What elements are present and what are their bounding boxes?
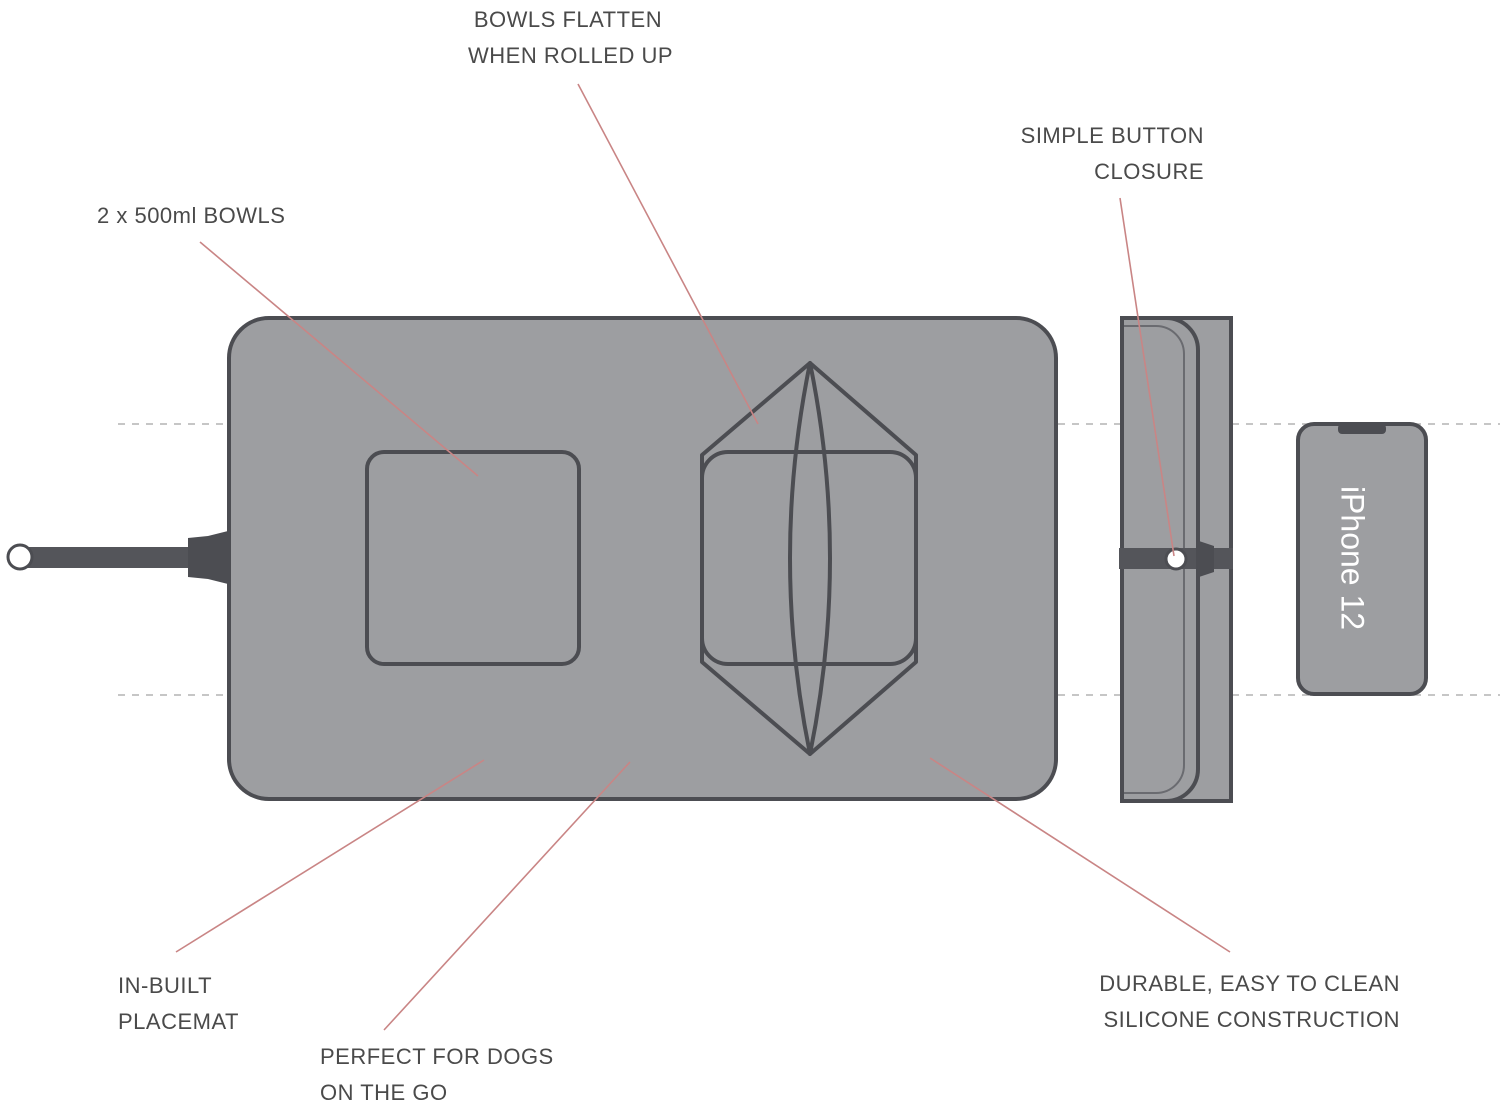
bowl-flattened-rect xyxy=(700,450,918,666)
callout-perfect-for-dogs: PERFECT FOR DOGS ON THE GO xyxy=(320,1039,554,1111)
callout-bowls-flatten: BOWLS FLATTEN WHEN ROLLED UP xyxy=(468,2,674,74)
leader-perfect-for-dogs xyxy=(383,761,631,1031)
callout-inbuilt-placemat-line-1: IN-BUILT xyxy=(118,973,213,998)
bowl-flattened xyxy=(700,361,918,756)
rolled-mat xyxy=(1119,316,1233,803)
leader-durable xyxy=(929,757,1231,953)
strap-band xyxy=(22,547,212,568)
closure-button xyxy=(1164,547,1188,571)
iphone-notch xyxy=(1338,424,1386,434)
callout-durable-line-2: SILICONE CONSTRUCTION xyxy=(1103,1007,1400,1032)
callout-durable-line-1: DURABLE, EASY TO CLEAN xyxy=(1099,971,1400,996)
strap-ring xyxy=(6,543,34,571)
callout-durable: DURABLE, EASY TO CLEAN SILICONE CONSTRUC… xyxy=(1040,966,1400,1038)
leader-simple-button xyxy=(1119,197,1175,557)
leader-lines xyxy=(175,83,1231,1031)
strap-clip xyxy=(188,530,232,585)
callout-two-bowls-line-1: 2 x 500ml BOWLS xyxy=(97,203,286,228)
callout-simple-button-line-2: CLOSURE xyxy=(1094,159,1204,184)
bowl-flattened-lens xyxy=(788,361,832,756)
callout-simple-button: SIMPLE BUTTON CLOSURE xyxy=(1000,118,1204,190)
iphone-label: iPhone 12 xyxy=(1335,486,1371,630)
leader-inbuilt-placemat xyxy=(175,759,485,953)
callout-inbuilt-placemat-line-2: PLACEMAT xyxy=(118,1009,239,1034)
mat-body xyxy=(227,316,1058,801)
callout-perfect-for-dogs-line-2: ON THE GO xyxy=(320,1080,448,1105)
callout-perfect-for-dogs-line-1: PERFECT FOR DOGS xyxy=(320,1044,554,1069)
iphone-scale-reference: iPhone 12 xyxy=(1296,422,1428,696)
leader-bowls-flatten xyxy=(577,83,759,425)
callout-bowls-flatten-line-2: WHEN ROLLED UP xyxy=(468,43,674,68)
callout-bowls-flatten-line-1: BOWLS FLATTEN xyxy=(473,7,663,32)
callout-two-bowls: 2 x 500ml BOWLS xyxy=(97,198,285,234)
callout-simple-button-line-1: SIMPLE BUTTON xyxy=(1020,123,1204,148)
bowl-square xyxy=(365,450,581,666)
callout-inbuilt-placemat: IN-BUILT PLACEMAT xyxy=(118,968,239,1040)
strap xyxy=(6,530,232,585)
closure-clip xyxy=(1196,540,1214,578)
height-guide-lines xyxy=(118,423,1500,696)
leader-two-bowls xyxy=(199,241,479,477)
